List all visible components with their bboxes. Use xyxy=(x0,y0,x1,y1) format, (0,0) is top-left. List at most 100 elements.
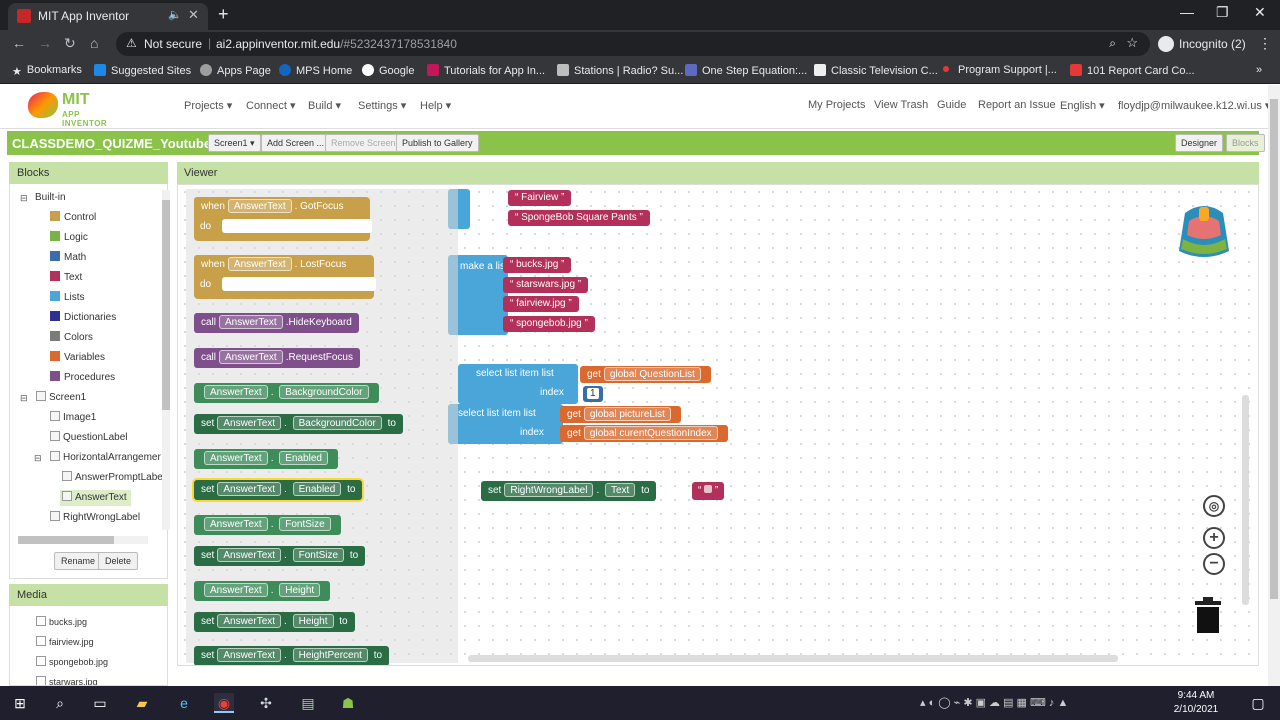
tree-horizontal-arrangement[interactable]: HorizontalArrangemer xyxy=(50,450,161,466)
number-block[interactable]: 1 xyxy=(583,386,603,402)
profile-button[interactable]: Incognito (2) xyxy=(1158,36,1246,52)
mit-app-inventor-logo[interactable]: MIT APP INVENTOR xyxy=(28,89,124,128)
text-block-spongebob[interactable]: “ SpongeBob Square Pants ” xyxy=(508,210,650,226)
reload-icon[interactable]: ↻ xyxy=(64,35,76,51)
workspace-vertical-scrollbar[interactable] xyxy=(1242,395,1249,605)
close-window-icon[interactable]: ✕ xyxy=(1254,4,1266,20)
home-icon[interactable]: ⌂ xyxy=(90,35,99,51)
bookmark-suggested-sites[interactable]: Suggested Sites xyxy=(94,64,191,77)
bookmarks-overflow-icon[interactable]: » xyxy=(1256,64,1263,76)
bookmark-program-support[interactable]: Program Support |... xyxy=(943,64,1057,76)
delete-button[interactable]: Delete xyxy=(98,552,139,570)
text-block-fairview[interactable]: “ Fairview ” xyxy=(508,190,572,206)
new-tab-icon[interactable]: + xyxy=(218,4,229,24)
windows-start-icon[interactable]: ⊞ xyxy=(14,695,26,711)
tree-item-variables[interactable]: Variables xyxy=(50,350,105,366)
tree-answer-prompt-label[interactable]: AnswerPromptLabe xyxy=(62,470,163,486)
bookmark-google[interactable]: Google xyxy=(362,64,414,77)
tree-screen1[interactable]: Screen1 xyxy=(36,390,86,406)
link-my-projects[interactable]: My Projects xyxy=(808,99,866,111)
bookmark-mps-home[interactable]: MPS Home xyxy=(279,64,352,77)
link-view-trash[interactable]: View Trash xyxy=(874,99,929,111)
menu-settings[interactable]: Settings ▾ xyxy=(358,100,407,112)
menu-kebab-icon[interactable]: ⋮ xyxy=(1258,35,1272,51)
tree-right-wrong-label[interactable]: RightWrongLabel xyxy=(50,510,140,526)
tree-item-colors[interactable]: Colors xyxy=(50,330,93,346)
link-report-issue[interactable]: Report an Issue xyxy=(978,99,1056,111)
collapse-builtin-icon[interactable]: ⊟ xyxy=(20,193,28,203)
page-scrollbar[interactable] xyxy=(1268,85,1280,686)
empty-text-block[interactable]: “ ” xyxy=(692,482,725,500)
search-icon[interactable]: ⌕ xyxy=(56,695,64,711)
menu-projects[interactable]: Projects ▾ xyxy=(184,100,233,112)
account-menu[interactable]: floydjp@milwaukee.k12.wi.us ▾ xyxy=(1118,100,1271,112)
zoom-out-icon[interactable]: − xyxy=(1203,553,1225,575)
tree-item-control[interactable]: Control xyxy=(50,210,96,226)
close-tab-icon[interactable]: ✕ xyxy=(188,7,199,22)
chrome-icon[interactable]: ◉ xyxy=(214,693,234,713)
designer-button[interactable]: Designer xyxy=(1175,134,1224,152)
bookmark-stations[interactable]: Stations | Radio? Su... xyxy=(557,64,683,77)
speaker-icon[interactable]: 🔈 xyxy=(168,9,182,21)
maximize-icon[interactable]: ❐ xyxy=(1216,4,1229,20)
tree-horizontal-scroll-thumb[interactable] xyxy=(18,536,114,544)
bookmark-classic-television[interactable]: Classic Television C... xyxy=(814,64,938,77)
get-height-block[interactable]: AnswerText. Height xyxy=(194,581,331,601)
add-screen-button[interactable]: Add Screen ... xyxy=(261,134,331,152)
tree-item-text[interactable]: Text xyxy=(50,270,82,286)
menu-help[interactable]: Help ▾ xyxy=(420,100,452,112)
address-bar[interactable]: ⚠ Not secure | ai2.appinventor.mit.edu/#… xyxy=(116,32,1150,56)
blocks-button[interactable]: Blocks xyxy=(1226,134,1265,152)
android-file-icon[interactable]: ▤ xyxy=(301,695,315,711)
back-icon[interactable]: ← xyxy=(12,35,26,51)
media-file[interactable]: bucks.jpg xyxy=(36,616,87,627)
edge-icon[interactable]: e xyxy=(180,695,188,711)
tree-item-lists[interactable]: Lists xyxy=(50,290,85,306)
text-block-starswars[interactable]: “ starswars.jpg ” xyxy=(503,277,589,293)
tree-builtin[interactable]: Built-in xyxy=(35,192,66,203)
workspace-horizontal-scrollbar[interactable] xyxy=(468,655,1118,662)
task-view-icon[interactable]: ▭ xyxy=(93,695,107,711)
tree-item-dictionaries[interactable]: Dictionaries xyxy=(50,310,116,326)
minimize-icon[interactable]: — xyxy=(1180,4,1194,20)
menu-build[interactable]: Build ▾ xyxy=(308,100,342,112)
app-icon[interactable]: ✣ xyxy=(260,695,272,711)
tree-item-logic[interactable]: Logic xyxy=(50,230,88,246)
bookmark-bookmarks[interactable]: ★Bookmarks xyxy=(12,64,82,78)
tree-vertical-scroll-thumb[interactable] xyxy=(162,200,170,410)
forward-icon[interactable]: → xyxy=(38,35,52,51)
bookmark-one-step-equation[interactable]: One Step Equation:... xyxy=(685,64,807,77)
zoom-icon[interactable]: ⌕ xyxy=(1109,36,1116,50)
tree-answer-text[interactable]: AnswerText xyxy=(60,490,131,506)
tree-horizontal-scrollbar[interactable] xyxy=(18,536,148,544)
notifications-icon[interactable]: ▢ xyxy=(1251,695,1265,711)
file-explorer-icon[interactable]: ▰ xyxy=(136,695,148,711)
tree-question-label[interactable]: QuestionLabel xyxy=(50,430,128,446)
get-fontsize-block[interactable]: AnswerText. FontSize xyxy=(194,515,341,535)
blocks-workspace[interactable]: “ Fairview ” “ SpongeBob Square Pants ” … xyxy=(177,184,1259,666)
collapse-arrangement-icon[interactable]: ⊟ xyxy=(34,453,42,463)
remove-screen-button[interactable]: Remove Screen xyxy=(325,134,402,152)
language-menu[interactable]: English ▾ xyxy=(1060,100,1105,112)
get-backgroundcolor-block[interactable]: AnswerText. BackgroundColor xyxy=(194,383,379,403)
screen-select-button[interactable]: Screen1 ▾ xyxy=(208,134,261,152)
collapse-screen1-icon[interactable]: ⊟ xyxy=(20,393,28,403)
bookmark-tutorials[interactable]: Tutorials for App In... xyxy=(427,64,545,77)
media-file[interactable]: fairview.jpg xyxy=(36,636,94,647)
publish-gallery-button[interactable]: Publish to Gallery xyxy=(396,134,479,152)
trash-icon[interactable] xyxy=(1193,595,1223,635)
browser-tab[interactable]: MIT App Inventor 🔈 ✕ xyxy=(8,3,208,30)
bookmark-report-card[interactable]: 101 Report Card Co... xyxy=(1070,64,1195,77)
zoom-in-icon[interactable]: + xyxy=(1203,527,1225,549)
android-icon[interactable]: ☗ xyxy=(341,695,355,711)
